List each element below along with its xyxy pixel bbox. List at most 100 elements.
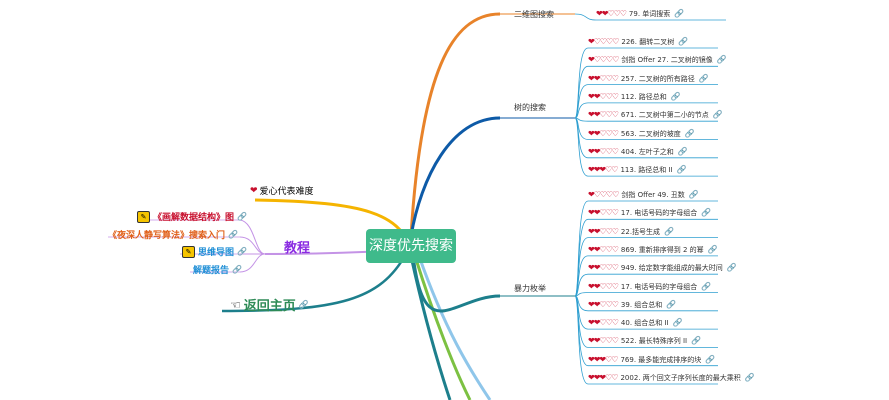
difficulty-hearts: ❤♡♡♡♡: [588, 190, 619, 200]
heart-filled-icon: ❤: [593, 263, 601, 273]
heart-empty-icon: ♡: [612, 55, 619, 65]
leaf-item[interactable]: ❤❤♡♡♡39. 组合总和🔗: [588, 300, 676, 310]
heart-filled-icon: ❤: [593, 336, 601, 346]
central-topic[interactable]: 深度优先搜索: [366, 229, 456, 263]
heart-empty-icon: ♡: [611, 281, 619, 291]
heart-filled-icon: ❤: [588, 318, 595, 328]
link-icon[interactable]: 🔗: [228, 230, 238, 239]
heart-filled-icon: ❤: [588, 208, 595, 218]
back-home-link[interactable]: ☜ 返回主页 🔗: [230, 295, 309, 315]
tutorial-item[interactable]: ✎思维导图🔗: [182, 245, 247, 258]
link-icon[interactable]: 🔗: [712, 110, 723, 120]
difficulty-hearts: ❤❤♡♡♡: [588, 244, 619, 255]
heart-empty-icon: ♡: [599, 263, 606, 273]
link-icon[interactable]: 🔗: [664, 226, 675, 236]
leaf-item[interactable]: ❤❤♡♡♡404. 左叶子之和🔗: [588, 147, 688, 157]
link-icon[interactable]: 🔗: [744, 373, 755, 382]
heart-empty-icon: ♡: [605, 128, 613, 138]
heart-filled-icon: ❤: [601, 9, 609, 18]
link-icon[interactable]: 🔗: [678, 37, 689, 46]
branch-label[interactable]: 树的搜索: [514, 103, 546, 112]
link-icon[interactable]: 🔗: [237, 212, 247, 221]
branch-label[interactable]: 二维图搜索: [514, 10, 554, 19]
heart-empty-icon: ♡: [611, 336, 619, 346]
link-icon[interactable]: 🔗: [701, 208, 712, 218]
link-icon[interactable]: 🔗: [672, 318, 683, 328]
heart-icon: ❤: [250, 185, 258, 196]
leaf-item[interactable]: ❤❤❤♡♡113. 路径总和 II🔗: [588, 165, 687, 175]
heart-empty-icon: ♡: [606, 190, 613, 199]
leaf-item[interactable]: ❤♡♡♡♡226. 翻转二叉树🔗: [588, 37, 688, 47]
leaf-item[interactable]: ❤❤♡♡♡112. 路径总和🔗: [588, 92, 681, 102]
leaf-item[interactable]: ❤❤❤♡♡769. 最多能完成排序的块🔗: [588, 355, 715, 365]
heart-empty-icon: ♡: [605, 318, 613, 328]
heart-empty-icon: ♡: [611, 110, 619, 120]
leaf-item[interactable]: ❤❤♡♡♡40. 组合总和 II🔗: [588, 318, 683, 328]
heart-filled-icon: ❤: [599, 373, 606, 382]
leaf-text: 113. 路径总和 II: [620, 166, 673, 175]
leaf-item[interactable]: ❤❤♡♡♡257. 二叉树的所有路径🔗: [588, 74, 709, 84]
tutorial-item[interactable]: 解题报告🔗: [193, 263, 242, 276]
branch-label[interactable]: 暴力枚举: [514, 284, 546, 293]
link-icon[interactable]: 🔗: [705, 354, 716, 364]
heart-empty-icon: ♡: [611, 128, 619, 138]
leaf-connector: [574, 237, 589, 297]
heart-empty-icon: ♡: [599, 37, 607, 46]
link-icon[interactable]: 🔗: [698, 73, 709, 83]
legend-label: 爱心代表难度: [259, 187, 314, 197]
leaf-item[interactable]: ❤♡♡♡♡剑指 Offer 49. 丑数🔗: [588, 190, 699, 200]
heart-empty-icon: ♡: [605, 165, 612, 175]
link-icon[interactable]: 🔗: [666, 299, 677, 309]
leaf-connector: [574, 102, 589, 119]
leaf-item[interactable]: ❤❤♡♡♡563. 二叉树的坡度🔗: [588, 129, 695, 139]
leaf-text: 769. 最多能完成排序的块: [620, 355, 702, 364]
legend-difficulty: ❤ 爱心代表难度: [250, 184, 314, 198]
link-icon[interactable]: 🔗: [684, 128, 695, 138]
leaf-text: 17. 电话号码的字母组合: [620, 209, 698, 218]
leaf-item[interactable]: ❤❤❤♡♡2002. 两个回文子序列长度的最大乘积🔗: [588, 373, 755, 383]
link-icon[interactable]: 🔗: [674, 9, 685, 18]
difficulty-hearts: ❤❤♡♡♡: [588, 263, 619, 273]
tutorial-item[interactable]: 《夜深人静写算法》搜索入门🔗: [108, 228, 238, 241]
heart-filled-icon: ❤: [588, 244, 595, 254]
link-icon[interactable]: 🔗: [670, 91, 681, 101]
heart-empty-icon: ♡: [611, 208, 619, 218]
tutorial-item[interactable]: ✎《画解数据结构》图🔗: [137, 210, 247, 223]
link-icon[interactable]: 🔗: [707, 244, 718, 254]
heart-empty-icon: ♡: [599, 299, 606, 309]
branch-curve: [409, 116, 501, 237]
heart-filled-icon: ❤: [593, 110, 601, 120]
link-icon[interactable]: 🔗: [701, 281, 712, 291]
leaf-connector: [574, 273, 589, 297]
link-icon[interactable]: 🔗: [232, 265, 242, 274]
leaf-item[interactable]: ❤❤♡♡♡671. 二叉树中第二小的节点🔗: [588, 110, 723, 120]
link-icon[interactable]: 🔗: [688, 190, 699, 199]
link-icon[interactable]: 🔗: [691, 336, 702, 346]
link-icon[interactable]: 🔗: [237, 247, 247, 256]
heart-empty-icon: ♡: [599, 244, 606, 254]
leaf-item[interactable]: ❤❤♡♡♡869. 重新排序得到 2 的幂🔗: [588, 245, 718, 255]
tutorial-label: 教程: [284, 241, 311, 256]
heart-empty-icon: ♡: [599, 128, 606, 138]
leaf-item[interactable]: ❤❤♡♡♡17. 电话号码的字母组合🔗: [588, 208, 711, 218]
leaf-item[interactable]: ❤❤♡♡♡22.括号生成🔗: [588, 227, 674, 237]
link-icon[interactable]: 🔗: [298, 300, 309, 309]
link-icon[interactable]: 🔗: [676, 165, 687, 175]
heart-empty-icon: ♡: [606, 55, 613, 65]
heart-empty-icon: ♡: [612, 190, 619, 199]
heart-empty-icon: ♡: [605, 336, 613, 346]
leaf-text: 112. 路径总和: [620, 92, 667, 101]
difficulty-hearts: ❤❤♡♡♡: [588, 208, 619, 218]
leaf-item[interactable]: ❤❤♡♡♡17. 电话号码的字母组合🔗: [588, 282, 711, 292]
leaf-item[interactable]: ❤♡♡♡♡剑指 Offer 27. 二叉树的镜像🔗: [588, 55, 727, 65]
leaf-item[interactable]: ❤❤♡♡♡949. 给定数字能组成的最大时间🔗: [588, 263, 737, 273]
leaf-item[interactable]: ❤❤♡♡♡79. 单词搜索🔗: [596, 9, 684, 19]
link-icon[interactable]: 🔗: [677, 146, 688, 156]
link-icon[interactable]: 🔗: [726, 263, 737, 273]
link-icon[interactable]: 🔗: [716, 55, 727, 65]
leaf-text: 40. 组合总和 II: [620, 319, 669, 328]
heart-filled-icon: ❤: [588, 91, 595, 101]
heart-empty-icon: ♡: [611, 244, 619, 254]
difficulty-hearts: ❤❤♡♡♡: [588, 147, 619, 157]
leaf-item[interactable]: ❤❤♡♡♡522. 最长特殊序列 II🔗: [588, 336, 701, 346]
